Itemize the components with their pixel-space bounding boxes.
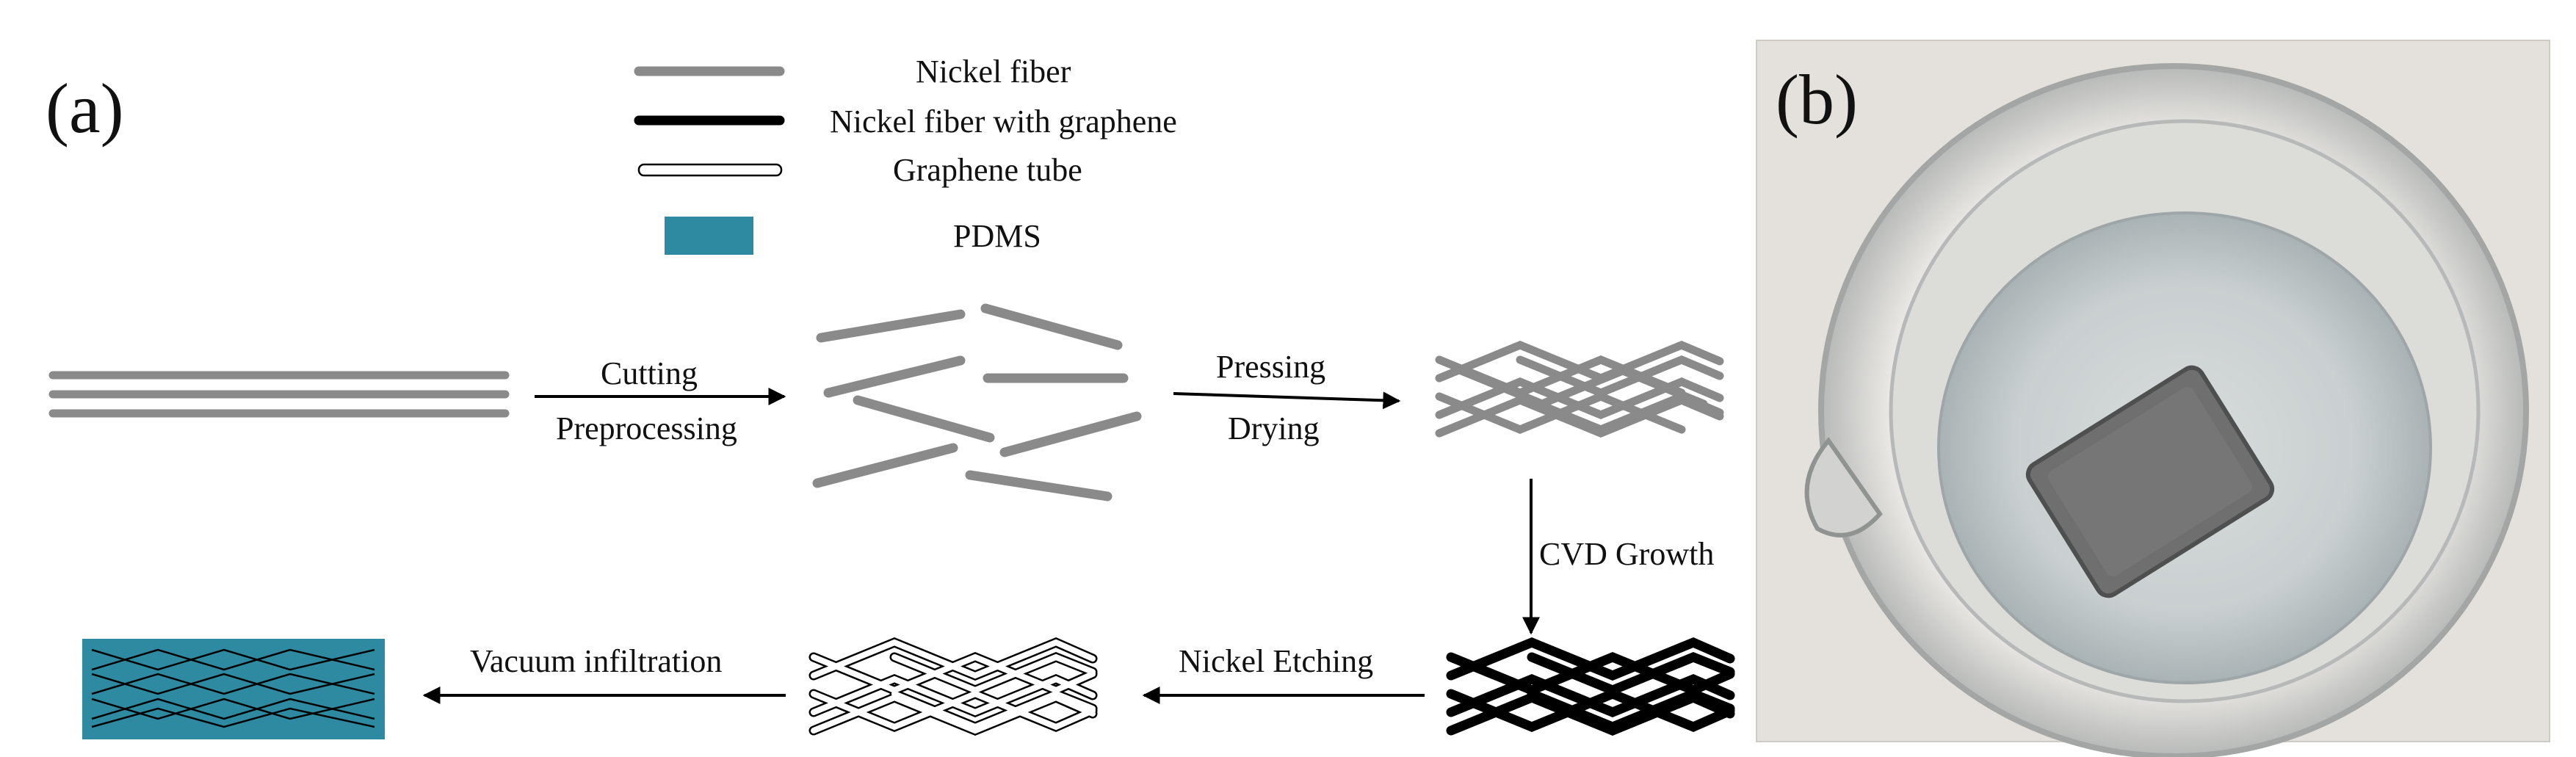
graphene-coated-mesh [1446,637,1735,736]
step-label-drying: Drying [1228,410,1320,446]
step-label-nickel-etching: Nickel Etching [1179,643,1373,679]
step-label-cvd-growth: CVD Growth [1539,536,1714,572]
cut-nickel-fibers [812,303,1142,501]
graphene-tube-mesh [808,637,1098,736]
legend-label-nickel-fiber: Nickel fiber [916,54,1071,90]
step-label-vacuum-infiltration: Vacuum infiltration [470,643,722,679]
graphene-pdms-sample [2025,365,2275,598]
step-label-cutting: Cutting [601,355,698,391]
step-label-pressing: Pressing [1216,349,1325,385]
pressed-nickel-mesh [1435,341,1724,438]
legend: Nickel fiber Nickel fiber with graphene … [634,54,1177,255]
legend-label-graphene-tube: Graphene tube [893,152,1082,188]
panel-a: (a) Nickel fiber Nickel fiber with graph… [46,54,1735,739]
long-nickel-fibers [48,371,510,418]
legend-swatch-pdms [665,217,753,255]
legend-label-graphene-fiber: Nickel fiber with graphene [830,104,1177,140]
pdms-composite [82,639,385,739]
panel-b-photo: (b) [1756,40,2550,757]
panel-a-label: (a) [46,69,124,148]
legend-swatch-graphene-tube [637,163,783,177]
legend-label-pdms: PDMS [953,218,1041,254]
step-label-preprocessing: Preprocessing [556,410,737,446]
beaker-spout [1804,437,1883,537]
arrow-pressing [1173,391,1401,410]
panel-b-label: (b) [1776,60,1858,139]
